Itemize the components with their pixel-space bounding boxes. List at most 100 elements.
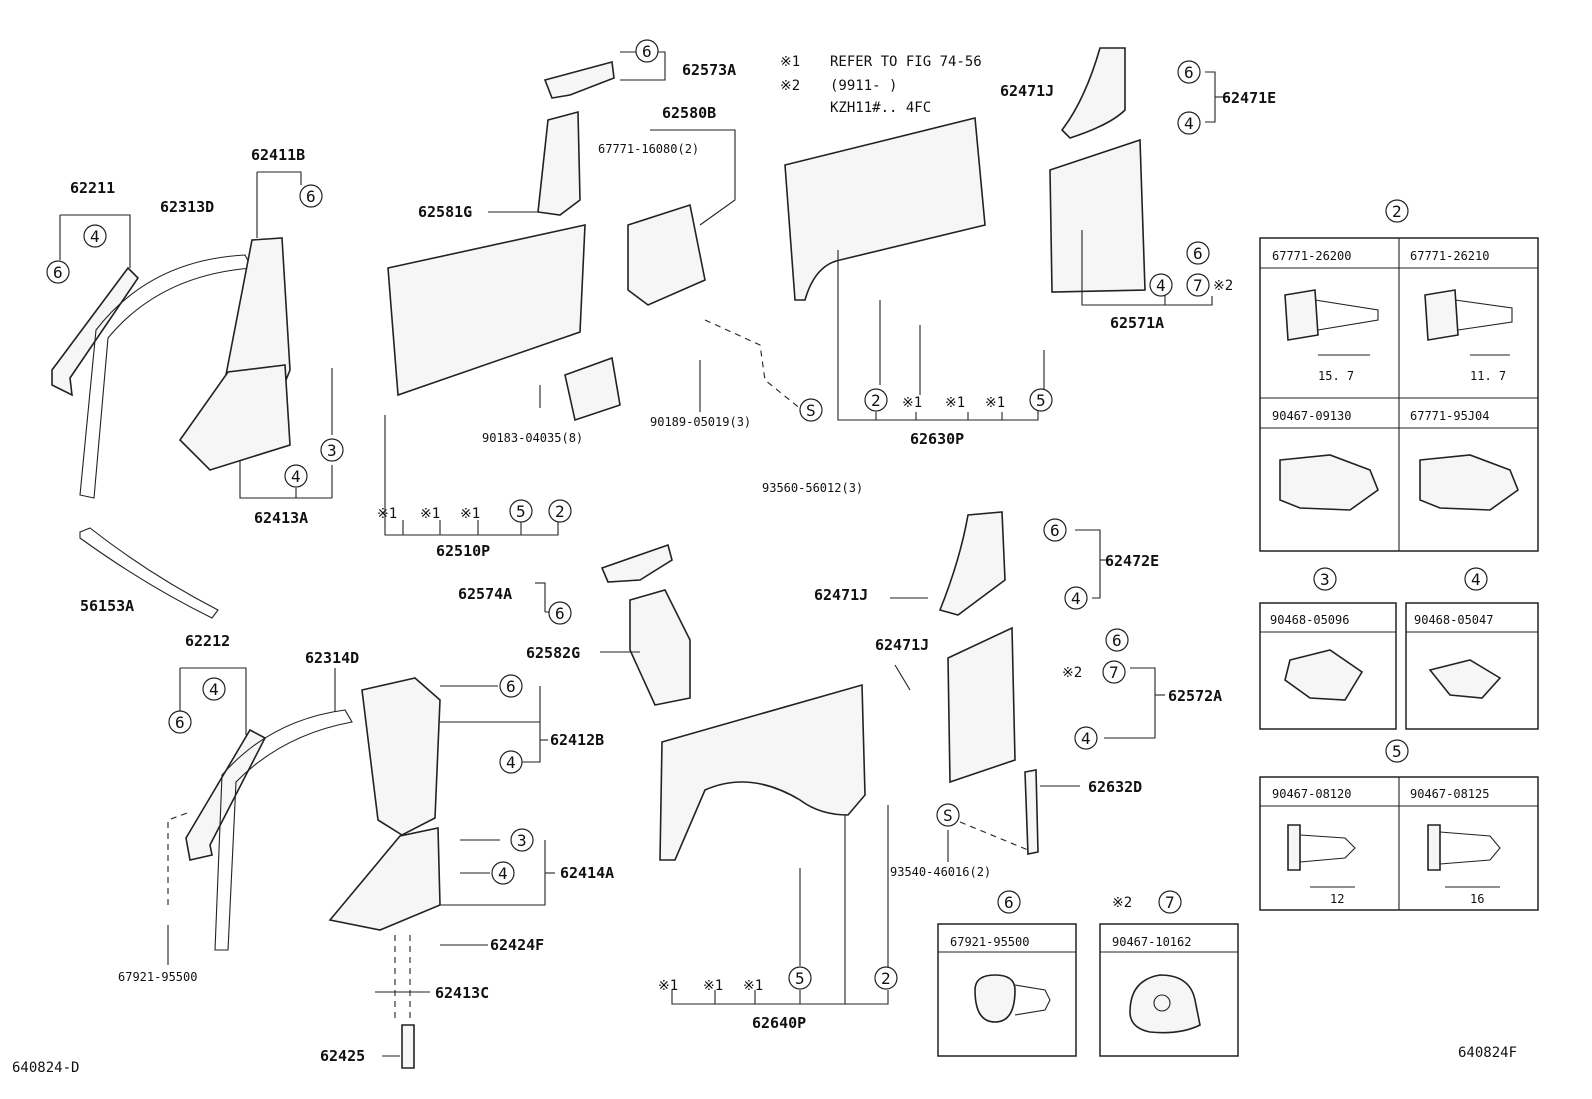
part-62640P-drawing <box>659 683 866 861</box>
svg-text:※2: ※2 <box>1112 895 1132 911</box>
svg-text:67771-95J04: 67771-95J04 <box>1410 409 1489 423</box>
label-62424F: 62424F <box>490 936 544 954</box>
label-62413A: 62413A <box>254 509 308 527</box>
callout-7: 7 <box>1186 273 1210 297</box>
svg-text:12: 12 <box>1330 892 1344 906</box>
label-62471J-mid: 62471J <box>814 586 868 604</box>
svg-text:7: 7 <box>1193 276 1203 295</box>
part-62510P-drawing <box>387 223 586 397</box>
note-1-text: REFER TO FIG 74-56 <box>830 54 982 70</box>
svg-text:6: 6 <box>53 263 63 282</box>
part-90183-box-drawing <box>564 356 621 422</box>
label-62413C: 62413C <box>435 984 489 1002</box>
part-62572A-drawing <box>947 626 1016 784</box>
svg-text:7: 7 <box>1165 893 1175 912</box>
svg-text:2: 2 <box>1392 202 1402 221</box>
callout-2: 2 <box>864 388 888 412</box>
svg-text:90467-10162: 90467-10162 <box>1112 935 1191 949</box>
legend-group-6: 6 67921-95500 <box>937 890 1077 1057</box>
svg-text:S: S <box>806 401 816 420</box>
callout-6: 6 <box>1177 60 1201 84</box>
svg-text:6: 6 <box>1050 521 1060 540</box>
label-90189-05019: 90189-05019(3) <box>650 415 751 429</box>
label-62471E: 62471E <box>1222 89 1276 107</box>
svg-text:4: 4 <box>1471 570 1481 589</box>
callout-6: 6 <box>635 39 659 63</box>
svg-text:3: 3 <box>1320 570 1330 589</box>
legend-group-3: 3 90468-05096 <box>1259 567 1397 730</box>
callout-4: 4 <box>491 861 515 885</box>
svg-text:※1: ※1 <box>703 978 723 994</box>
svg-text:2: 2 <box>881 969 891 988</box>
part-62630P-drawing <box>784 117 986 301</box>
svg-text:※1: ※1 <box>902 395 922 411</box>
callout-S: S <box>799 398 823 422</box>
svg-text:4: 4 <box>209 680 219 699</box>
svg-text:67771-26210: 67771-26210 <box>1410 249 1489 263</box>
svg-text:4: 4 <box>90 227 100 246</box>
callout-6: 6 <box>1105 628 1129 652</box>
figure-id-right: 640824F <box>1458 1045 1517 1061</box>
note-2-text: (9911- ) <box>830 78 897 94</box>
callout-4: 4 <box>83 224 107 248</box>
label-62313D: 62313D <box>160 198 214 216</box>
svg-text:5: 5 <box>795 969 805 988</box>
callout-4: 4 <box>499 750 523 774</box>
svg-text:4: 4 <box>1184 114 1194 133</box>
label-62471J-top: 62471J <box>1000 82 1054 100</box>
svg-text:6: 6 <box>506 677 516 696</box>
label-62572A: 62572A <box>1168 687 1222 705</box>
label-62212: 62212 <box>185 632 230 650</box>
svg-text:4: 4 <box>1156 276 1166 295</box>
legend-group-5: 5 90467-08120 90467-08125 12 16 <box>1259 739 1539 911</box>
svg-text:S: S <box>943 806 953 825</box>
part-62581G-drawing <box>537 110 581 216</box>
svg-text:※2: ※2 <box>1062 665 1082 681</box>
part-62314D-drawing <box>214 709 353 951</box>
label-90183-04035: 90183-04035(8) <box>482 431 583 445</box>
label-56153A: 56153A <box>80 597 134 615</box>
svg-text:11. 7: 11. 7 <box>1470 369 1506 383</box>
svg-text:4: 4 <box>291 467 301 486</box>
svg-text:※1: ※1 <box>420 506 440 522</box>
callout-S: S <box>936 803 960 827</box>
svg-text:67771-26200: 67771-26200 <box>1272 249 1351 263</box>
star-marks: ※1 ※1 ※1 ※1 ※1 ※1 ※1 ※1 ※1 ※2 ※2 <box>377 278 1233 994</box>
callout-4: 4 <box>202 677 226 701</box>
notes-block: ※1 REFER TO FIG 74-56 ※2 (9911- ) KZH11#… <box>780 54 982 116</box>
part-62211-drawing <box>51 266 140 397</box>
label-62510P: 62510P <box>436 542 490 560</box>
part-labels: 62573A 62580B 67771-16080(2) 62581G 6241… <box>70 61 1276 1065</box>
part-62212-drawing <box>185 728 267 861</box>
svg-text:※1: ※1 <box>377 506 397 522</box>
callout-3: 3 <box>320 438 344 462</box>
svg-text:※1: ※1 <box>945 395 965 411</box>
svg-text:90468-05096: 90468-05096 <box>1270 613 1349 627</box>
label-62471J-low: 62471J <box>875 636 929 654</box>
svg-text:3: 3 <box>327 441 337 460</box>
label-62411B: 62411B <box>251 146 305 164</box>
svg-text:※2: ※2 <box>1213 278 1233 294</box>
callout-3: 3 <box>510 828 534 852</box>
part-62574A-drawing <box>600 543 673 583</box>
callout-4: 4 <box>1074 726 1098 750</box>
part-62580B-drawing <box>627 203 706 306</box>
label-62640P: 62640P <box>752 1014 806 1032</box>
part-62472E-drawing <box>938 511 1006 616</box>
part-56153A-drawing <box>79 527 219 619</box>
svg-text:6: 6 <box>555 604 565 623</box>
part-62582G-drawing <box>629 589 691 706</box>
callout-5: 5 <box>788 966 812 990</box>
svg-text:6: 6 <box>1193 244 1203 263</box>
label-62573A: 62573A <box>682 61 736 79</box>
callout-5: 5 <box>1029 388 1053 412</box>
svg-text:6: 6 <box>306 187 316 206</box>
label-67771-16080: 67771-16080(2) <box>598 142 699 156</box>
callout-4: 4 <box>1149 273 1173 297</box>
note-2-text2: KZH11#.. 4FC <box>830 100 931 116</box>
label-62412B: 62412B <box>550 731 604 749</box>
svg-text:6: 6 <box>175 713 185 732</box>
part-62412B-drawing <box>361 677 441 836</box>
svg-text:5: 5 <box>1392 742 1402 761</box>
